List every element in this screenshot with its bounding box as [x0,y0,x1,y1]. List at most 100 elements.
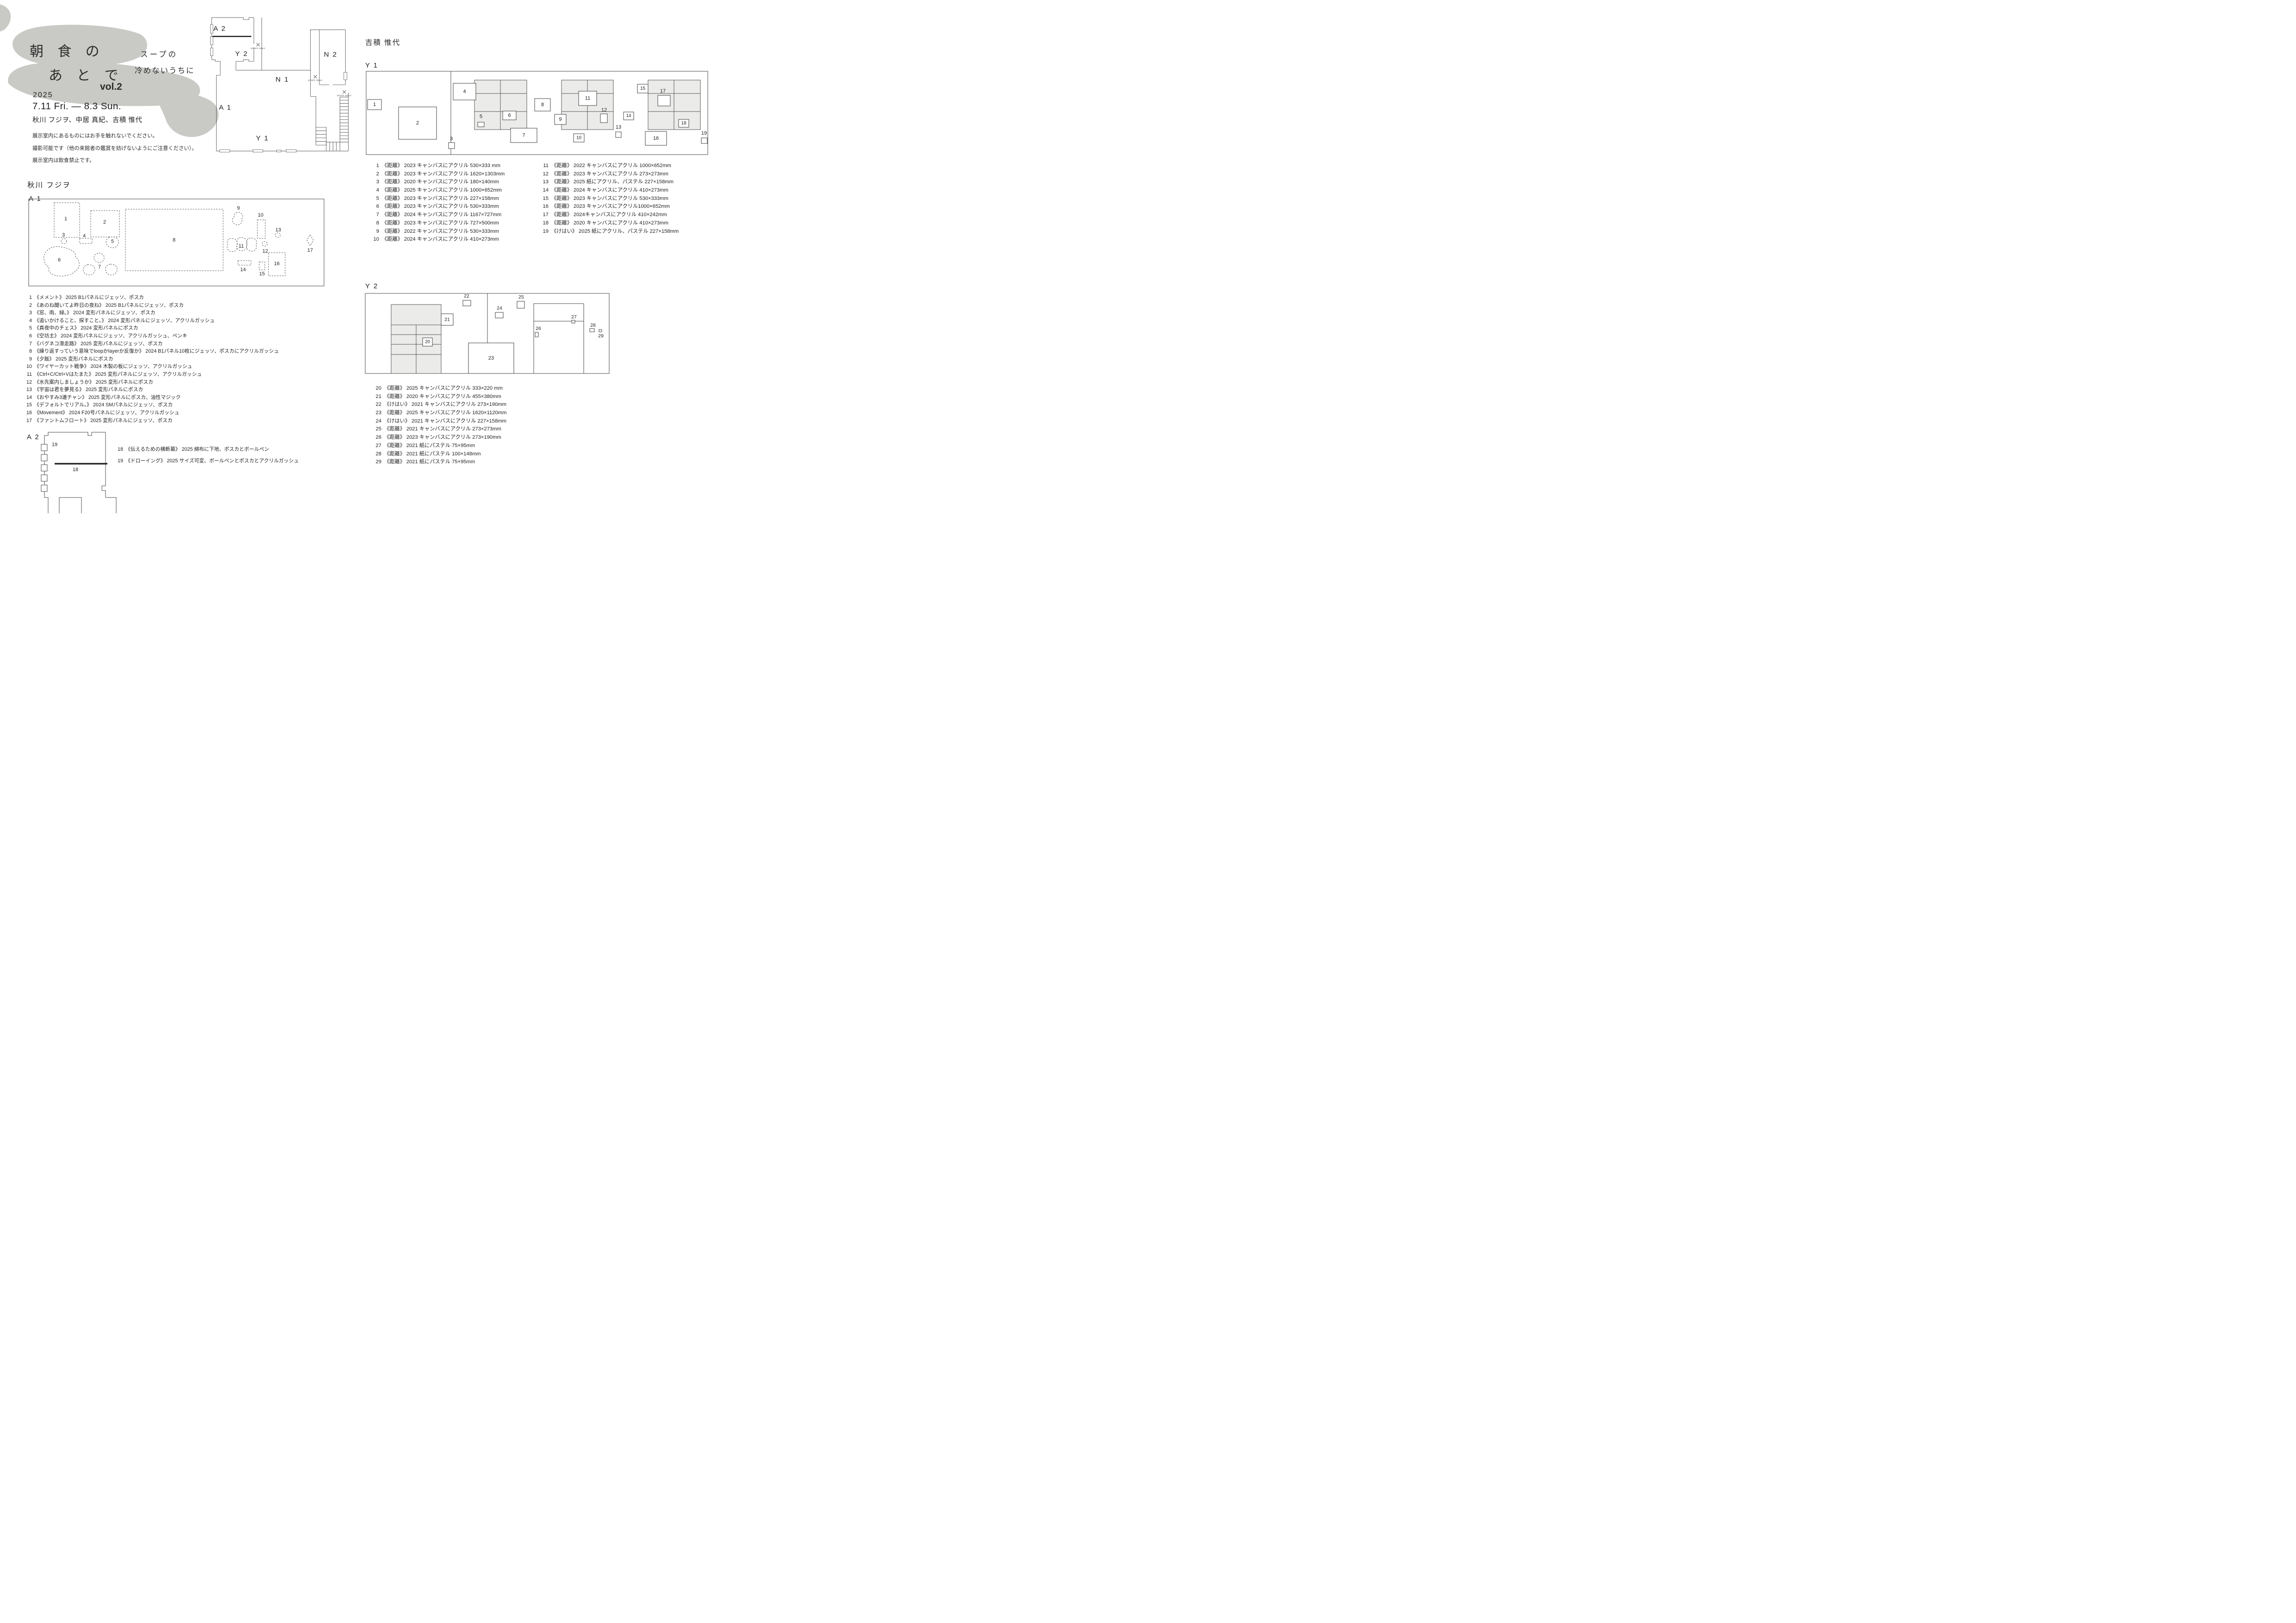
artwork-marker-number: 13 [616,124,621,130]
artwork-marker-number: 3 [62,232,65,238]
artwork-marker-number: 5 [111,239,114,244]
artwork-number: 13 [543,179,549,185]
note-line: 撮影可能です（他の来館者の鑑賞を妨げないようにご注意ください）。 [32,145,197,151]
artwork-number: 14 [543,187,549,193]
artwork-number: 5 [376,195,379,201]
artwork-marker-number: 15 [259,271,265,277]
building-walls [211,17,349,151]
brush-stroke-art [0,4,219,137]
exhibition-handout-page: 朝 食 の あ と で vol.2 スープの 冷めないうちに 2025 7.11… [0,0,726,513]
staff-only-label: STAFF ONLY [337,94,352,97]
list-item: 3《距離》 2020 キャンバスにアクリル 180×140mm [369,178,505,186]
artwork-caption: 《Ctrl+C/Ctrl+Vはたまた》 2025 変形パネルにジェッソ、アクリル… [34,371,202,377]
list-item: 10《距離》 2024 キャンバスにアクリル 410×273mm [369,235,505,243]
artwork-number: 2 [376,171,379,177]
artwork-number: 4 [376,187,379,193]
artwork-number: 17 [543,212,549,218]
list-item: 14《距離》 2024 キャンバスにアクリル 410×273mm [538,186,679,194]
artwork-caption: 《距離》 2024 キャンバスにアクリル 1167×727mm [382,212,502,218]
artwork-caption: 《距離》 2021 紙にパステル 100×148mm [384,451,481,457]
artwork-marker-box [615,131,622,138]
artwork-caption: 《追いかけること、探すこと。》 2024 変形パネルにジェッソ、アクリルガッシュ [34,317,215,323]
list-item: 25《距離》 2021 キャンバスにアクリル 273×273mm [370,425,506,433]
building-room-label: A 2 [213,25,226,32]
artwork-marker-number: 19 [701,131,707,136]
artwork-caption: 《距離》 2024キャンバスにアクリル 410×242mm [551,212,667,218]
list-item: 7《バグネコ滑走路》 2025 変形パネルにジェッソ、ポスカ [24,340,279,348]
list-item: 24《けはい》 2021 キャンバスにアクリル 227×158mm [370,417,506,425]
artwork-marker-number: 3 [450,136,453,142]
artwork-marker-number: 8 [541,102,544,108]
artwork-number: 19 [117,458,123,464]
artwork-caption: 《距離》 2021 キャンバスにアクリル 273×273mm [384,426,501,432]
y1-gray-grid-1 [474,80,527,130]
list-item: 10《ワイヤーカット戦争》 2024 木製の板にジェッソ、アクリルガッシュ [24,362,279,370]
artwork-marker-number: 7 [98,264,101,270]
y2-gray-stack [391,304,442,374]
list-item: 13《距離》 2025 紙にアクリル、パステル 227×158mm [538,178,679,186]
artwork-marker-number: 9 [559,117,562,122]
list-item: 9《夕飯》 2025 変形パネルにポスカ [24,355,279,363]
artwork-marker-number: 12 [601,107,607,113]
artwork-caption: 《伝えるための横断幕》 2025 綿布に下地、ポスカとボールペン [125,447,269,452]
list-item: 5《真夜中のチェス》 2024 変形パネルにポスカ [24,324,279,332]
artwork-number: 12 [26,379,32,385]
artwork-number: 23 [375,410,381,416]
list-item: 26《距離》 2023 キャンバスにアクリル 273×190mm [370,433,506,442]
artwork-marker-number: 1 [373,102,376,107]
artwork-marker-number: 15 [640,86,646,91]
artwork-marker-box [468,342,514,374]
artwork-number: 16 [543,204,549,210]
artwork-caption: 《距離》 2023 キャンバスにアクリル 530×333 mm [382,163,500,168]
artwork-caption: 《Movement》 2024 F20号パネルにジェッソ、アクリルガッシュ [34,410,180,416]
artwork-marker-number: 27 [571,314,577,320]
artwork-marker-box [398,106,437,140]
artwork-number: 18 [543,220,549,226]
artwork-marker-box [422,337,433,347]
artwork-marker-number: 17 [307,248,313,253]
artwork-marker-box [502,111,517,120]
building-room-label: N 1 [275,75,289,83]
artwork-number: 20 [375,386,381,391]
artwork-marker-number: 8 [173,237,175,243]
artwork-marker-number: 25 [518,294,524,300]
artwork-marker-number: 20 [425,340,430,345]
artwork-marker-box [535,332,539,337]
note-line: 展示室内は飲食禁止です。 [32,158,95,163]
artwork-marker-number: 22 [464,293,469,299]
list-item: 4《追いかけること、探すこと。》 2024 変形パネルにジェッソ、アクリルガッシ… [24,317,279,324]
artist-section-header-akikawa: 秋川 フジヲ [27,181,71,189]
artwork-caption: 《距離》 2023 キャンバスにアクリル 530×333mm [551,195,668,201]
a2-room-walls [44,432,117,513]
artwork-caption: 《距離》 2022 キャンバスにアクリル 530×333mm [382,228,499,234]
artwork-marker-number: 18 [681,121,686,126]
staff-only-label: STAFF ONLY [251,47,266,50]
artwork-marker-number: 13 [275,227,281,233]
artwork-caption: 《距離》 2025 キャンバスにアクリル 1620×1120mm [384,410,507,416]
artwork-number: 6 [376,204,379,210]
artwork-caption: 《距離》 2023 キャンバスにアクリル 273×273mm [551,171,668,177]
room-label-y1: Y 1 [365,62,379,69]
artwork-marker-box [534,98,551,112]
artwork-marker-number: 12 [262,249,268,254]
artwork-number: 8 [29,348,32,354]
artwork-caption: 《距離》 2023 キャンバスにアクリル 227×158mm [382,195,499,201]
artwork-marker-box [554,114,567,125]
list-item: 6《距離》 2023 キャンバスにアクリル 530×333mm [369,202,505,211]
list-item: 17《距離》 2024キャンバスにアクリル 410×242mm [538,211,679,219]
artwork-marker-box [571,320,575,323]
artwork-caption: 《距離》 2023 キャンバスにアクリル 273×190mm [384,435,501,441]
staff-only-mark: STAFF ONLY [251,43,266,50]
artwork-number: 24 [375,418,381,424]
artwork-caption: 《距離》 2023 キャンバスにアクリル1000×652mm [551,204,670,210]
title-line-2: あ と で [49,68,124,83]
artwork-number: 14 [26,394,32,400]
list-item: 15《デフォルトでリアル。》 2024 SMパネルにジェッソ、ポスカ [24,401,279,409]
artwork-caption: 《距離》 2024 キャンバスにアクリル 410×273mm [382,236,499,243]
artwork-caption: 《距離》 2021 紙にパステル 75×95mm [384,459,475,465]
artwork-caption: 《ワイヤーカット戦争》 2024 木製の板にジェッソ、アクリルガッシュ [34,364,193,370]
artwork-number: 11 [543,163,549,168]
